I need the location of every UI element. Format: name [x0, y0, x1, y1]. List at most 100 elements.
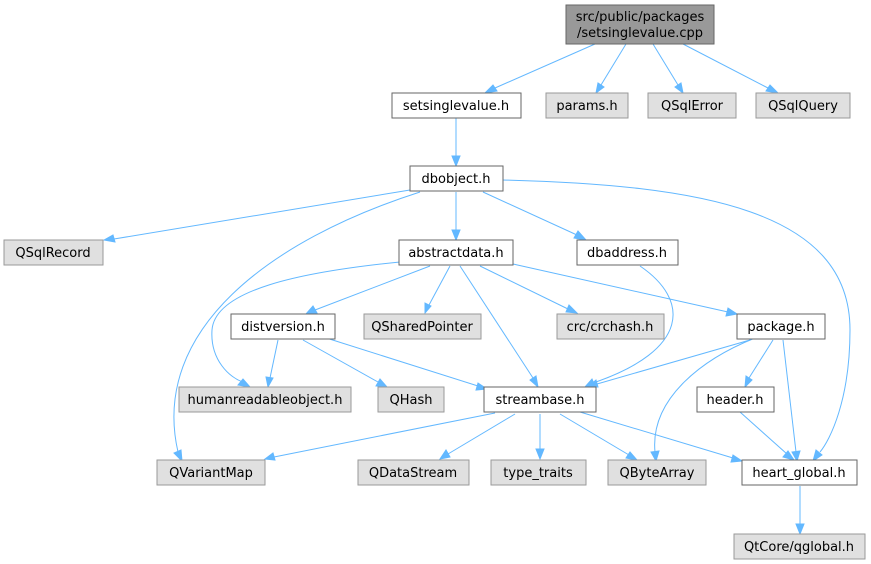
edge-arrowhead [304, 305, 318, 315]
node-label: QVariantMap [169, 466, 253, 481]
edge-arrowhead [424, 302, 432, 315]
node-label: distversion.h [241, 320, 325, 335]
node-dbobject-h[interactable]: dbobject.h [409, 165, 504, 192]
node-distversion-h[interactable]: distversion.h [230, 313, 336, 340]
node-label: QSqlError [661, 99, 724, 114]
edge-dbobject-to-heartglobal [502, 179, 851, 453]
edge-abstractdata-to-qsharedpointer [428, 265, 451, 306]
edge-root-to-qsqlquery [682, 43, 769, 89]
edge-arrowhead [744, 375, 753, 389]
node-label: dbaddress.h [587, 246, 667, 261]
edge-package-to-heartglobal [782, 339, 797, 453]
edge-arrowhead [438, 449, 451, 460]
node-root-line1: src/public/packages [576, 10, 705, 25]
node-label: params.h [556, 99, 617, 114]
node-label: header.h [707, 393, 764, 408]
node-root-file[interactable]: src/public/packages /setsinglevalue.cpp [565, 4, 715, 45]
node-heart-global-h[interactable]: heart_global.h [741, 459, 858, 486]
edge-package-to-streambase [596, 339, 751, 385]
edge-arrowhead [483, 84, 498, 94]
edge-dbaddress-to-streambase [592, 265, 674, 384]
edge-arrowhead [451, 229, 461, 242]
edge-distversion-to-qhash [302, 339, 379, 383]
node-label: QtCore/qglobal.h [744, 540, 854, 555]
edge-arrowhead [263, 452, 276, 461]
edge-abstractdata-to-crchash [479, 265, 569, 310]
node-label: humanreadableobject.h [188, 393, 343, 408]
edge-streambase-to-qbytearray [559, 413, 630, 456]
edge-arrowhead [375, 378, 389, 388]
node-qdatastream[interactable]: QDataStream [357, 459, 470, 486]
node-dbaddress-h[interactable]: dbaddress.h [576, 239, 679, 266]
node-label: abstractdata.h [408, 246, 503, 261]
node-qsqlquery[interactable]: QSqlQuery [755, 92, 851, 119]
edges [102, 43, 851, 536]
edge-dbobject-to-qvariantmap [173, 191, 421, 453]
edge-arrowhead [765, 84, 780, 94]
edge-dbobject-to-dbaddress [482, 191, 578, 236]
edge-root-to-params [600, 43, 627, 86]
edge-dbobject-to-qsqlrecord [113, 189, 411, 240]
edge-arrowhead [102, 234, 116, 243]
node-label: dbobject.h [422, 172, 491, 187]
nodes: src/public/packages /setsinglevalue.cpp … [3, 4, 866, 560]
node-label: QHash [390, 393, 433, 408]
node-label: heart_global.h [752, 466, 845, 481]
node-label: streambase.h [496, 393, 585, 408]
edge-arrowhead [451, 155, 461, 168]
edge-arrowhead [795, 523, 805, 536]
edge-arrowhead [565, 304, 579, 314]
edge-root-to-qsqlerror [652, 43, 679, 86]
node-label: package.h [747, 320, 814, 335]
node-package-h[interactable]: package.h [736, 313, 826, 340]
node-qsqlerror[interactable]: QSqlError [647, 92, 737, 119]
node-label: QSqlRecord [15, 246, 90, 261]
node-label: QByteArray [620, 466, 695, 481]
edge-arrowhead [529, 375, 539, 389]
edge-header-to-heartglobal [739, 411, 788, 455]
node-streambase-h[interactable]: streambase.h [483, 386, 597, 413]
edge-arrowhead [237, 378, 252, 388]
node-qsqlrecord[interactable]: QSqlRecord [3, 239, 104, 266]
node-label: crc/crchash.h [567, 320, 654, 335]
edge-arrowhead [674, 82, 684, 95]
node-header-h[interactable]: header.h [696, 386, 775, 413]
edge-package-to-header [748, 339, 774, 379]
edge-arrowhead [650, 450, 660, 463]
edge-arrowhead [625, 451, 639, 461]
edge-abstractdata-to-distversion [314, 265, 431, 311]
node-type-traits[interactable]: type_traits [490, 459, 587, 486]
edge-root-to-setsinglevalue [494, 43, 596, 89]
edge-streambase-to-qvariantmap [273, 412, 496, 458]
node-qbytearray[interactable]: QByteArray [607, 459, 707, 486]
edge-arrowhead [791, 450, 801, 463]
edge-distversion-to-streambase [319, 335, 479, 387]
node-qsharedpointer[interactable]: QSharedPointer [363, 313, 482, 340]
node-setsinglevalue-h[interactable]: setsinglevalue.h [391, 92, 522, 119]
edge-arrowhead [725, 307, 739, 317]
node-params-h[interactable]: params.h [545, 92, 629, 119]
node-humanreadableobject-h[interactable]: humanreadableobject.h [178, 386, 352, 413]
edge-arrowhead [782, 450, 796, 461]
node-label: setsinglevalue.h [403, 99, 509, 114]
edge-arrowhead [535, 448, 545, 461]
edge-distversion-to-humanreadable [269, 339, 279, 379]
edge-abstractdata-to-streambase [459, 265, 534, 379]
edge-streambase-to-heartglobal [579, 411, 734, 459]
edge-arrowhead [812, 449, 823, 463]
edge-arrowhead [573, 230, 588, 241]
node-root-line2: /setsinglevalue.cpp [577, 26, 703, 41]
node-abstractdata-h[interactable]: abstractdata.h [398, 239, 514, 266]
node-label: QSqlQuery [768, 99, 838, 114]
node-label: QSharedPointer [371, 320, 473, 335]
node-qvariantmap[interactable]: QVariantMap [156, 459, 266, 486]
node-qtcore-qglobal-h[interactable]: QtCore/qglobal.h [733, 533, 866, 560]
edge-arrowhead [595, 82, 605, 95]
node-label: QDataStream [369, 466, 457, 481]
edge-abstractdata-to-humanreadable [211, 261, 401, 383]
node-crc-crchash-h[interactable]: crc/crchash.h [556, 313, 665, 340]
node-qhash[interactable]: QHash [377, 386, 445, 413]
edge-streambase-to-qdatastream [447, 413, 516, 455]
edge-arrowhead [173, 449, 183, 463]
